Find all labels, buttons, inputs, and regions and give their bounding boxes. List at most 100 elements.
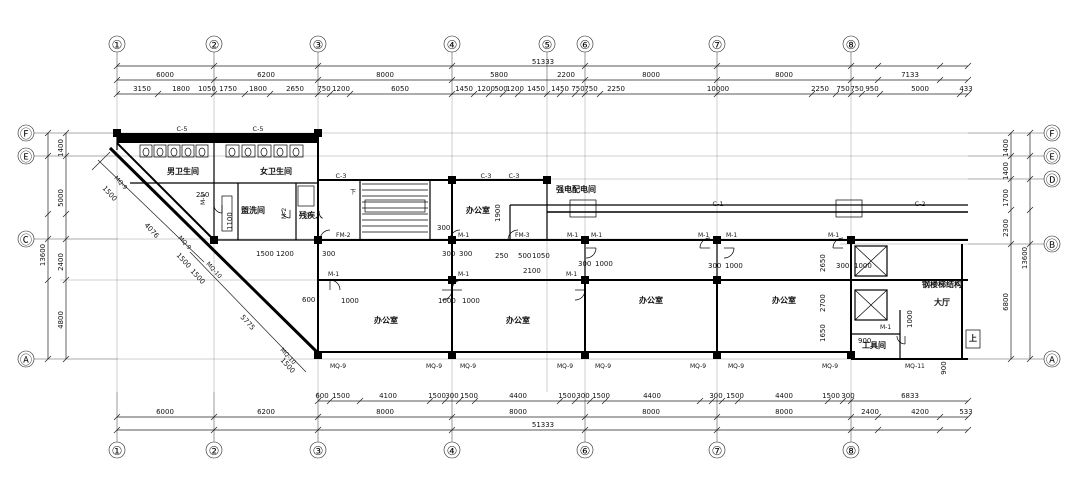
elevator-shaft-1: [854, 245, 888, 277]
dim: 6800: [1002, 293, 1010, 311]
dim: 4400: [509, 392, 527, 400]
dim: 1500: [175, 251, 193, 270]
dim-tick: [696, 397, 704, 405]
dim-tick: [601, 397, 609, 405]
toilet-stall: [153, 144, 167, 158]
dim-tick: [44, 210, 52, 218]
dim: 1500: [332, 392, 350, 400]
dim-tick: [113, 76, 121, 84]
dim: 500: [518, 252, 531, 260]
room-label-office-3: 办公室: [639, 295, 663, 305]
dim: 2400: [57, 253, 65, 271]
dim-tick: [441, 397, 449, 405]
column: [448, 351, 456, 359]
dim-tick: [154, 90, 162, 98]
room-label-office-1: 办公室: [374, 315, 398, 325]
dim-tick: [448, 76, 456, 84]
room-label-tools: 工具间: [862, 340, 886, 350]
dim-tick: [874, 413, 882, 421]
axis-label: ⑧: [846, 38, 857, 52]
column: [581, 351, 589, 359]
door-label: M-1: [698, 232, 709, 239]
curtain-wall-label: MQ-9: [822, 363, 838, 370]
dim: 4400: [775, 392, 793, 400]
dim: 8000: [376, 408, 394, 416]
toilet-stall: [241, 144, 256, 158]
accessible-toilet: [297, 185, 315, 207]
room-label-office-small: 办公室: [466, 205, 490, 215]
dim: 1100: [226, 212, 234, 230]
dim-tick: [839, 397, 847, 405]
dim-tick: [1026, 175, 1034, 183]
dim: 300: [459, 250, 472, 258]
dim-tick: [832, 90, 840, 98]
toilet-stall: [289, 144, 304, 158]
door-label: FM-3: [515, 232, 530, 239]
dim: 1750: [219, 85, 237, 93]
toilet-fixture: [260, 147, 268, 157]
door-label: M-1: [328, 271, 339, 278]
curtain-wall-label: MQ-9: [113, 175, 129, 192]
dim-tick: [314, 90, 322, 98]
dim: 300: [445, 392, 458, 400]
axis-label: Ⓐ: [1046, 353, 1058, 367]
dim-tick: [964, 426, 972, 434]
dim-tick: [936, 62, 944, 70]
dim: 6200: [257, 71, 275, 79]
dim-tick: [326, 90, 334, 98]
dim-total-top: 51333: [532, 58, 554, 66]
dim-tick: [499, 90, 507, 98]
dim-tick: [241, 90, 249, 98]
axis-label: ③: [313, 444, 324, 458]
dim-tick: [44, 152, 52, 160]
dim: 250: [495, 252, 508, 260]
dim: 6200: [257, 408, 275, 416]
door-swing-arc: [723, 247, 735, 259]
dim: 10000: [707, 85, 729, 93]
dim-tick: [113, 426, 121, 434]
dim-tick: [62, 129, 70, 137]
door-label: M-1: [828, 232, 839, 239]
dim-tick: [448, 413, 456, 421]
dim: 600: [315, 392, 328, 400]
window-block: [569, 199, 597, 218]
dim-tick: [1007, 129, 1015, 137]
dim-tick: [62, 210, 70, 218]
dim: 6000: [156, 408, 174, 416]
room-label-hall: 大厅: [934, 297, 950, 307]
dim: 433: [959, 85, 972, 93]
axis-label: ⑧: [846, 444, 857, 458]
column: [847, 351, 855, 359]
door-swing-arc: [213, 204, 223, 214]
walls: [108, 133, 968, 360]
window-label: C-5: [252, 125, 263, 133]
axis-label: ④: [447, 444, 458, 458]
dim: 2250: [607, 85, 625, 93]
stair-down-label: 下: [350, 189, 356, 196]
dim: 1000: [438, 297, 456, 305]
dim: 1650: [819, 324, 827, 342]
stair-landing: [364, 199, 426, 213]
dim: 750: [584, 85, 597, 93]
dim-tick: [571, 397, 579, 405]
dim: 1500: [256, 250, 274, 258]
axis-label: ⑦: [712, 38, 723, 52]
stair-up-label: 上: [969, 333, 977, 343]
dim-tick: [326, 397, 334, 405]
dim-tick: [708, 397, 716, 405]
dim: 250: [196, 191, 209, 199]
dimension-text-bottom: 600 1500 4100 1500 300 1500 4400 1500 30…: [156, 392, 973, 429]
dim-tick: [874, 62, 882, 70]
axis-label: Ⓑ: [1046, 238, 1058, 252]
room-label-women-wc: 女卫生间: [260, 166, 292, 176]
dim: 600: [302, 296, 315, 304]
elevator-shaft-2: [854, 289, 888, 321]
dim-tick: [847, 413, 855, 421]
door-label: M-1: [567, 232, 578, 239]
curtain-wall-label: MQ-9: [460, 363, 476, 370]
dim-tick: [62, 276, 70, 284]
dim-tick: [713, 413, 721, 421]
dim-tick: [1026, 240, 1034, 248]
axis-label: ⑤: [542, 38, 553, 52]
axis-label: Ⓒ: [20, 233, 32, 247]
